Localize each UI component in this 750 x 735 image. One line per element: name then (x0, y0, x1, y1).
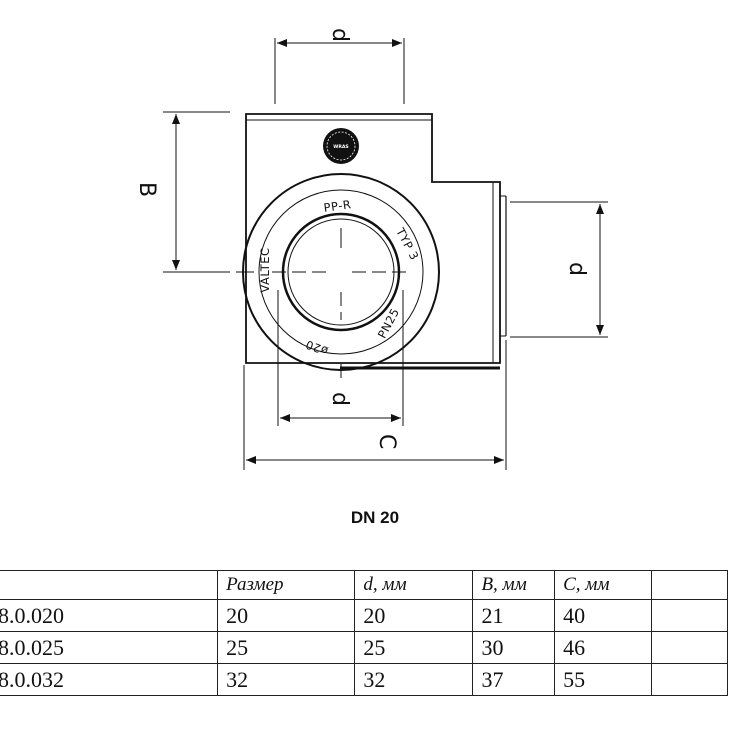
body-outline (245, 113, 501, 364)
table-cell: 25 (217, 631, 356, 664)
ring-text-pn: PN25 (375, 306, 402, 341)
table-cell: 21 (472, 599, 556, 632)
table-cell (651, 663, 728, 696)
center-lines (236, 228, 412, 378)
table-row: 38.0.032 32 32 37 55 (0, 663, 728, 696)
dim-right-d (510, 201, 608, 338)
dim-left-b (163, 111, 230, 273)
dim-label-bottom-d: d (327, 392, 352, 406)
certification-stamp-icon: WRAS (323, 128, 359, 164)
dim-label-right-d: d (564, 262, 589, 276)
dim-label-left-b: B (134, 182, 159, 197)
table-cell: 20 (354, 599, 474, 632)
dim-bottom-c (243, 340, 507, 470)
dim-top-d (274, 38, 405, 104)
table-cell: 30 (472, 631, 556, 664)
table-header-cell: л (0, 570, 219, 600)
table-header-cell: B, мм (472, 570, 556, 600)
table-cell: 40 (554, 599, 653, 632)
drawing-caption: DN 20 (350, 508, 400, 527)
table-cell (651, 631, 728, 664)
table-row: 38.0.020 20 20 21 40 (0, 599, 728, 632)
spec-table: л Размер d, мм B, мм С, мм 38.0.020 20 2… (0, 570, 728, 696)
table-header-cell: Размер (217, 570, 356, 600)
ring-band (258, 189, 424, 355)
table-header-cell (651, 570, 728, 600)
stamp-text: WRAS (333, 144, 348, 150)
table-cell: 38.0.025 (0, 631, 219, 664)
dim-bottom-d (277, 290, 404, 426)
table-cell: 38.0.032 (0, 663, 219, 696)
table-header-row: л Размер d, мм B, мм С, мм (0, 570, 728, 600)
table-cell: 20 (217, 599, 356, 632)
table-cell: 32 (354, 663, 474, 696)
table-cell: 55 (554, 663, 653, 696)
dim-label-top-d: d (327, 28, 352, 42)
dim-label-bottom-c: C (374, 434, 399, 449)
table-header-cell: d, мм (354, 570, 474, 600)
tee-fitting-drawing: PP-R TYP 3 PN25 ø20 VALTEC WRAS d B (134, 28, 608, 470)
ring-text-diameter: ø20 (303, 337, 330, 358)
table-row: 38.0.025 25 25 30 46 (0, 631, 728, 664)
table-cell: 37 (472, 663, 556, 696)
ring-text-ppr: PP-R (323, 197, 352, 215)
table-cell: 32 (217, 663, 356, 696)
table-cell: 25 (354, 631, 474, 664)
table-cell (651, 599, 728, 632)
table-header-cell: С, мм (554, 570, 653, 600)
ring-text-brand: VALTEC (258, 247, 272, 292)
table-cell: 38.0.020 (0, 599, 219, 632)
table-cell: 46 (554, 631, 653, 664)
fitting-body (245, 113, 507, 370)
